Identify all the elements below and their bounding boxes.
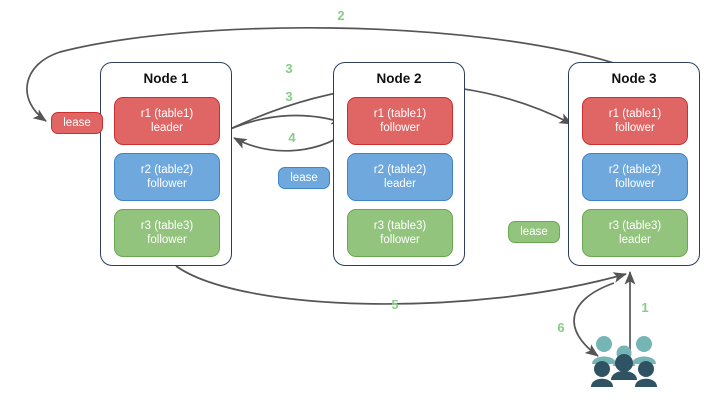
node-2-title: Node 2 xyxy=(376,71,422,86)
replica-name: r2 (table2) xyxy=(608,164,662,176)
node-3-replica-r2[interactable]: r2 (table2) follower xyxy=(582,153,688,201)
arrow-step-3-to-node2 xyxy=(227,113,345,131)
node-1-container[interactable]: Node 1 r1 (table1) leader r2 (table2) fo… xyxy=(100,62,232,266)
step-label-3-upper: 3 xyxy=(285,61,293,76)
lease-badge-r1[interactable]: lease xyxy=(51,112,103,134)
step-label-5: 5 xyxy=(391,297,399,312)
node-2-replica-r1[interactable]: r1 (table1) follower xyxy=(347,97,453,145)
step-label-4: 4 xyxy=(288,130,296,145)
replica-role: leader xyxy=(151,122,183,134)
replica-name: r3 (table3) xyxy=(140,220,194,232)
replica-role: follower xyxy=(147,178,187,190)
replica-role: follower xyxy=(147,234,187,246)
replica-role: follower xyxy=(380,234,420,246)
node-3-title: Node 3 xyxy=(611,71,657,86)
node-2-replica-r3[interactable]: r3 (table3) follower xyxy=(347,209,453,257)
lease-badge-r3[interactable]: lease xyxy=(508,221,560,243)
replica-name: r1 (table1) xyxy=(373,108,427,120)
lease-badge-r2[interactable]: lease xyxy=(278,167,330,189)
replica-name: r1 (table1) xyxy=(140,108,194,120)
replica-name: r1 (table1) xyxy=(608,108,662,120)
step-label-6: 6 xyxy=(557,320,565,335)
replica-role: leader xyxy=(384,178,416,190)
node-1-replica-r3[interactable]: r3 (table3) follower xyxy=(114,209,220,257)
node-3-replica-r1[interactable]: r1 (table1) follower xyxy=(582,97,688,145)
node-1-replica-r2[interactable]: r2 (table2) follower xyxy=(114,153,220,201)
node-1-replica-r1[interactable]: r1 (table1) leader xyxy=(114,97,220,145)
node-3-container[interactable]: Node 3 r1 (table1) follower r2 (table2) … xyxy=(568,62,700,266)
users-group-icon xyxy=(591,336,657,387)
replica-name: r2 (table2) xyxy=(140,164,194,176)
replica-role: follower xyxy=(615,122,655,134)
step-label-2: 2 xyxy=(337,8,345,23)
node-1-title: Node 1 xyxy=(143,71,189,86)
lease-label: lease xyxy=(520,226,548,238)
replica-role: follower xyxy=(615,178,655,190)
node-2-replica-r2[interactable]: r2 (table2) leader xyxy=(347,153,453,201)
replica-name: r3 (table3) xyxy=(608,220,662,232)
node-2-container[interactable]: Node 2 r1 (table1) follower r2 (table2) … xyxy=(333,62,465,266)
replica-role: follower xyxy=(380,122,420,134)
arrow-step-5 xyxy=(175,265,627,305)
replica-role: leader xyxy=(619,234,651,246)
step-label-3-lower: 3 xyxy=(285,89,293,104)
step-label-1: 1 xyxy=(641,300,649,315)
replica-name: r2 (table2) xyxy=(373,164,427,176)
lease-label: lease xyxy=(290,172,318,184)
arrow-step-2 xyxy=(26,26,618,122)
arrow-step-6 xyxy=(573,282,615,357)
replica-name: r3 (table3) xyxy=(373,220,427,232)
lease-label: lease xyxy=(63,117,91,129)
node-3-replica-r3[interactable]: r3 (table3) leader xyxy=(582,209,688,257)
